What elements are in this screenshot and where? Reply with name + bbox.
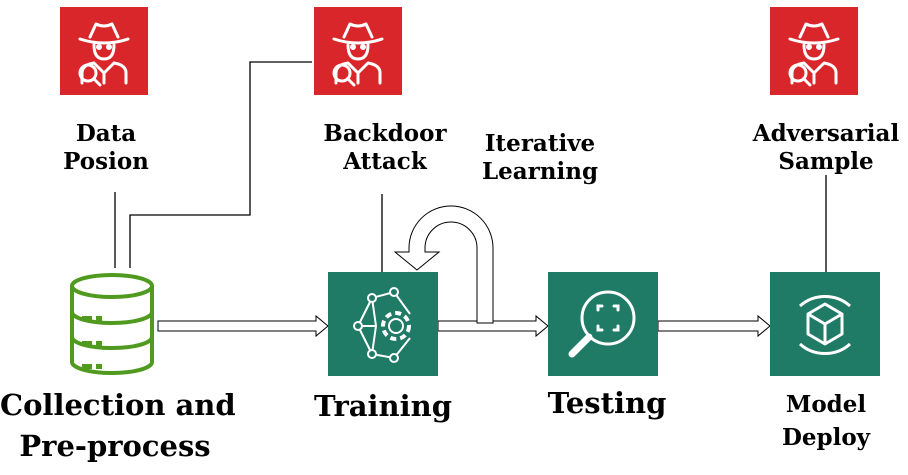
spy-icon bbox=[78, 22, 130, 87]
adversarial-sample-label: Adversarial Sample bbox=[734, 120, 908, 176]
iterative-loop-arrow bbox=[393, 205, 494, 324]
collection-label: Collection and Pre-process bbox=[0, 388, 236, 464]
arrow-training-testing bbox=[437, 314, 549, 338]
spy-icon bbox=[788, 22, 840, 87]
cube-icon bbox=[798, 294, 852, 356]
arrow-testing-deploy bbox=[657, 314, 771, 338]
magnifier-scan-icon bbox=[568, 290, 636, 358]
backdoor-threat-box bbox=[314, 7, 402, 95]
spy-icon bbox=[332, 22, 384, 87]
training-box bbox=[328, 272, 438, 376]
backdoor-attack-label: Backdoor Attack bbox=[323, 120, 447, 175]
neural-network-gear-icon bbox=[353, 287, 411, 363]
iterative-learning-label: Iterative Learning bbox=[481, 130, 599, 185]
model-deploy-label: Model Deploy bbox=[781, 391, 871, 452]
testing-label: Testing bbox=[547, 386, 667, 420]
deploy-box bbox=[770, 272, 880, 376]
arrow-db-training bbox=[157, 314, 329, 338]
backdoor-db-connector bbox=[129, 61, 312, 268]
data-poison-threat-box bbox=[60, 7, 148, 95]
testing-box bbox=[548, 272, 658, 376]
adversarial-threat-box bbox=[770, 7, 858, 95]
training-label: Training bbox=[313, 389, 453, 423]
data-poison-label: Data Posion bbox=[63, 120, 149, 175]
database-icon bbox=[64, 272, 160, 376]
